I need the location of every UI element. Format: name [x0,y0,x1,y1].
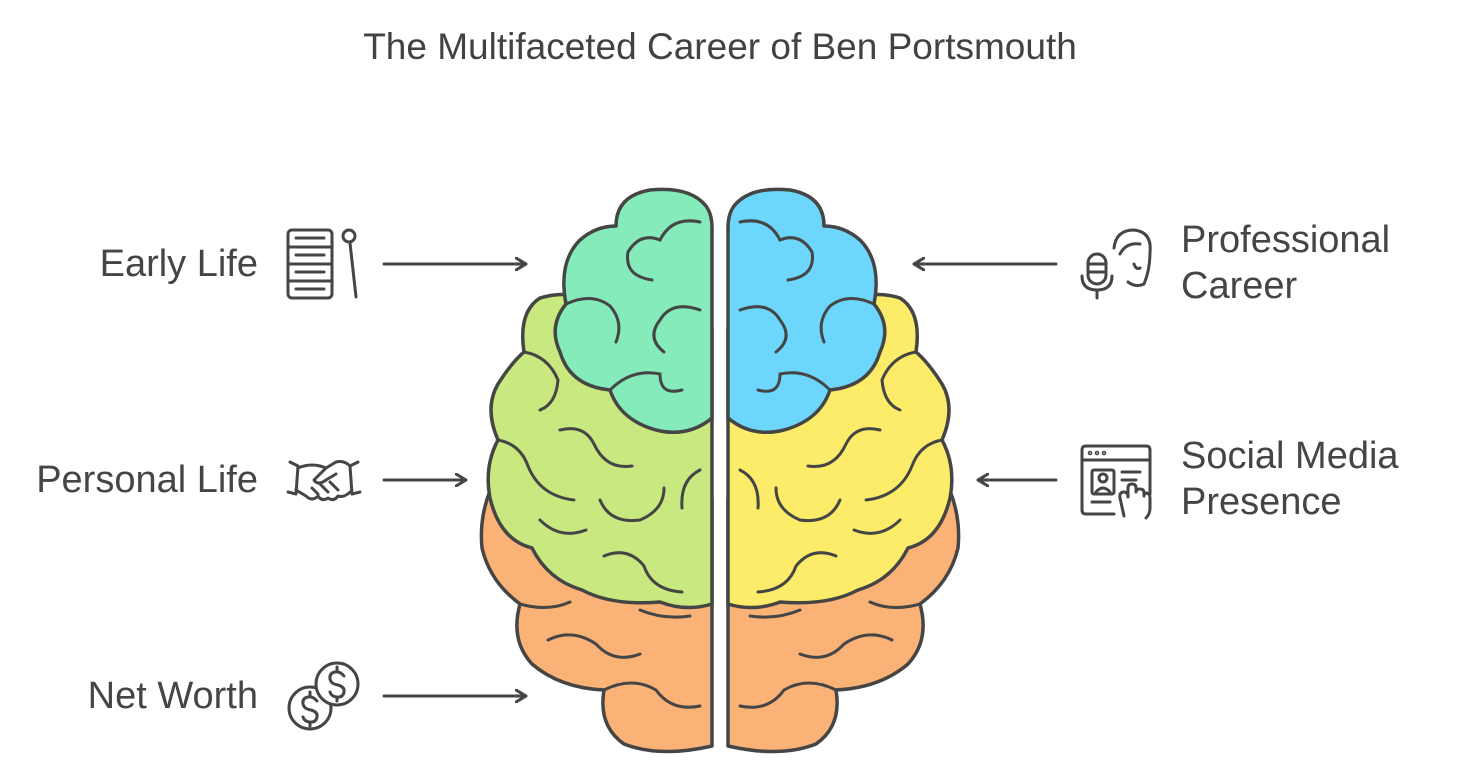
right-blue-lobe [726,187,887,434]
label-early-life: Early Life [99,243,258,285]
right-hemisphere [726,187,961,754]
abacus-icon [286,228,358,300]
diagram-title: The Multifaceted Career of Ben Portsmout… [363,26,1077,67]
label-social-media-presence: Social Media Presence [1181,435,1399,523]
left-hemisphere [479,187,714,754]
coins-icon [287,661,360,731]
arrows [382,264,1058,696]
brain-folds [496,219,944,709]
profile-touch-icon [1080,444,1152,520]
label-personal-life: Personal Life [36,459,258,501]
handshake-icon [286,460,362,502]
label-net-worth: Net Worth [87,675,258,717]
microphone-person-icon [1080,228,1152,300]
left-teal-lobe [553,187,714,434]
label-professional-career: Professional Career [1181,219,1391,307]
